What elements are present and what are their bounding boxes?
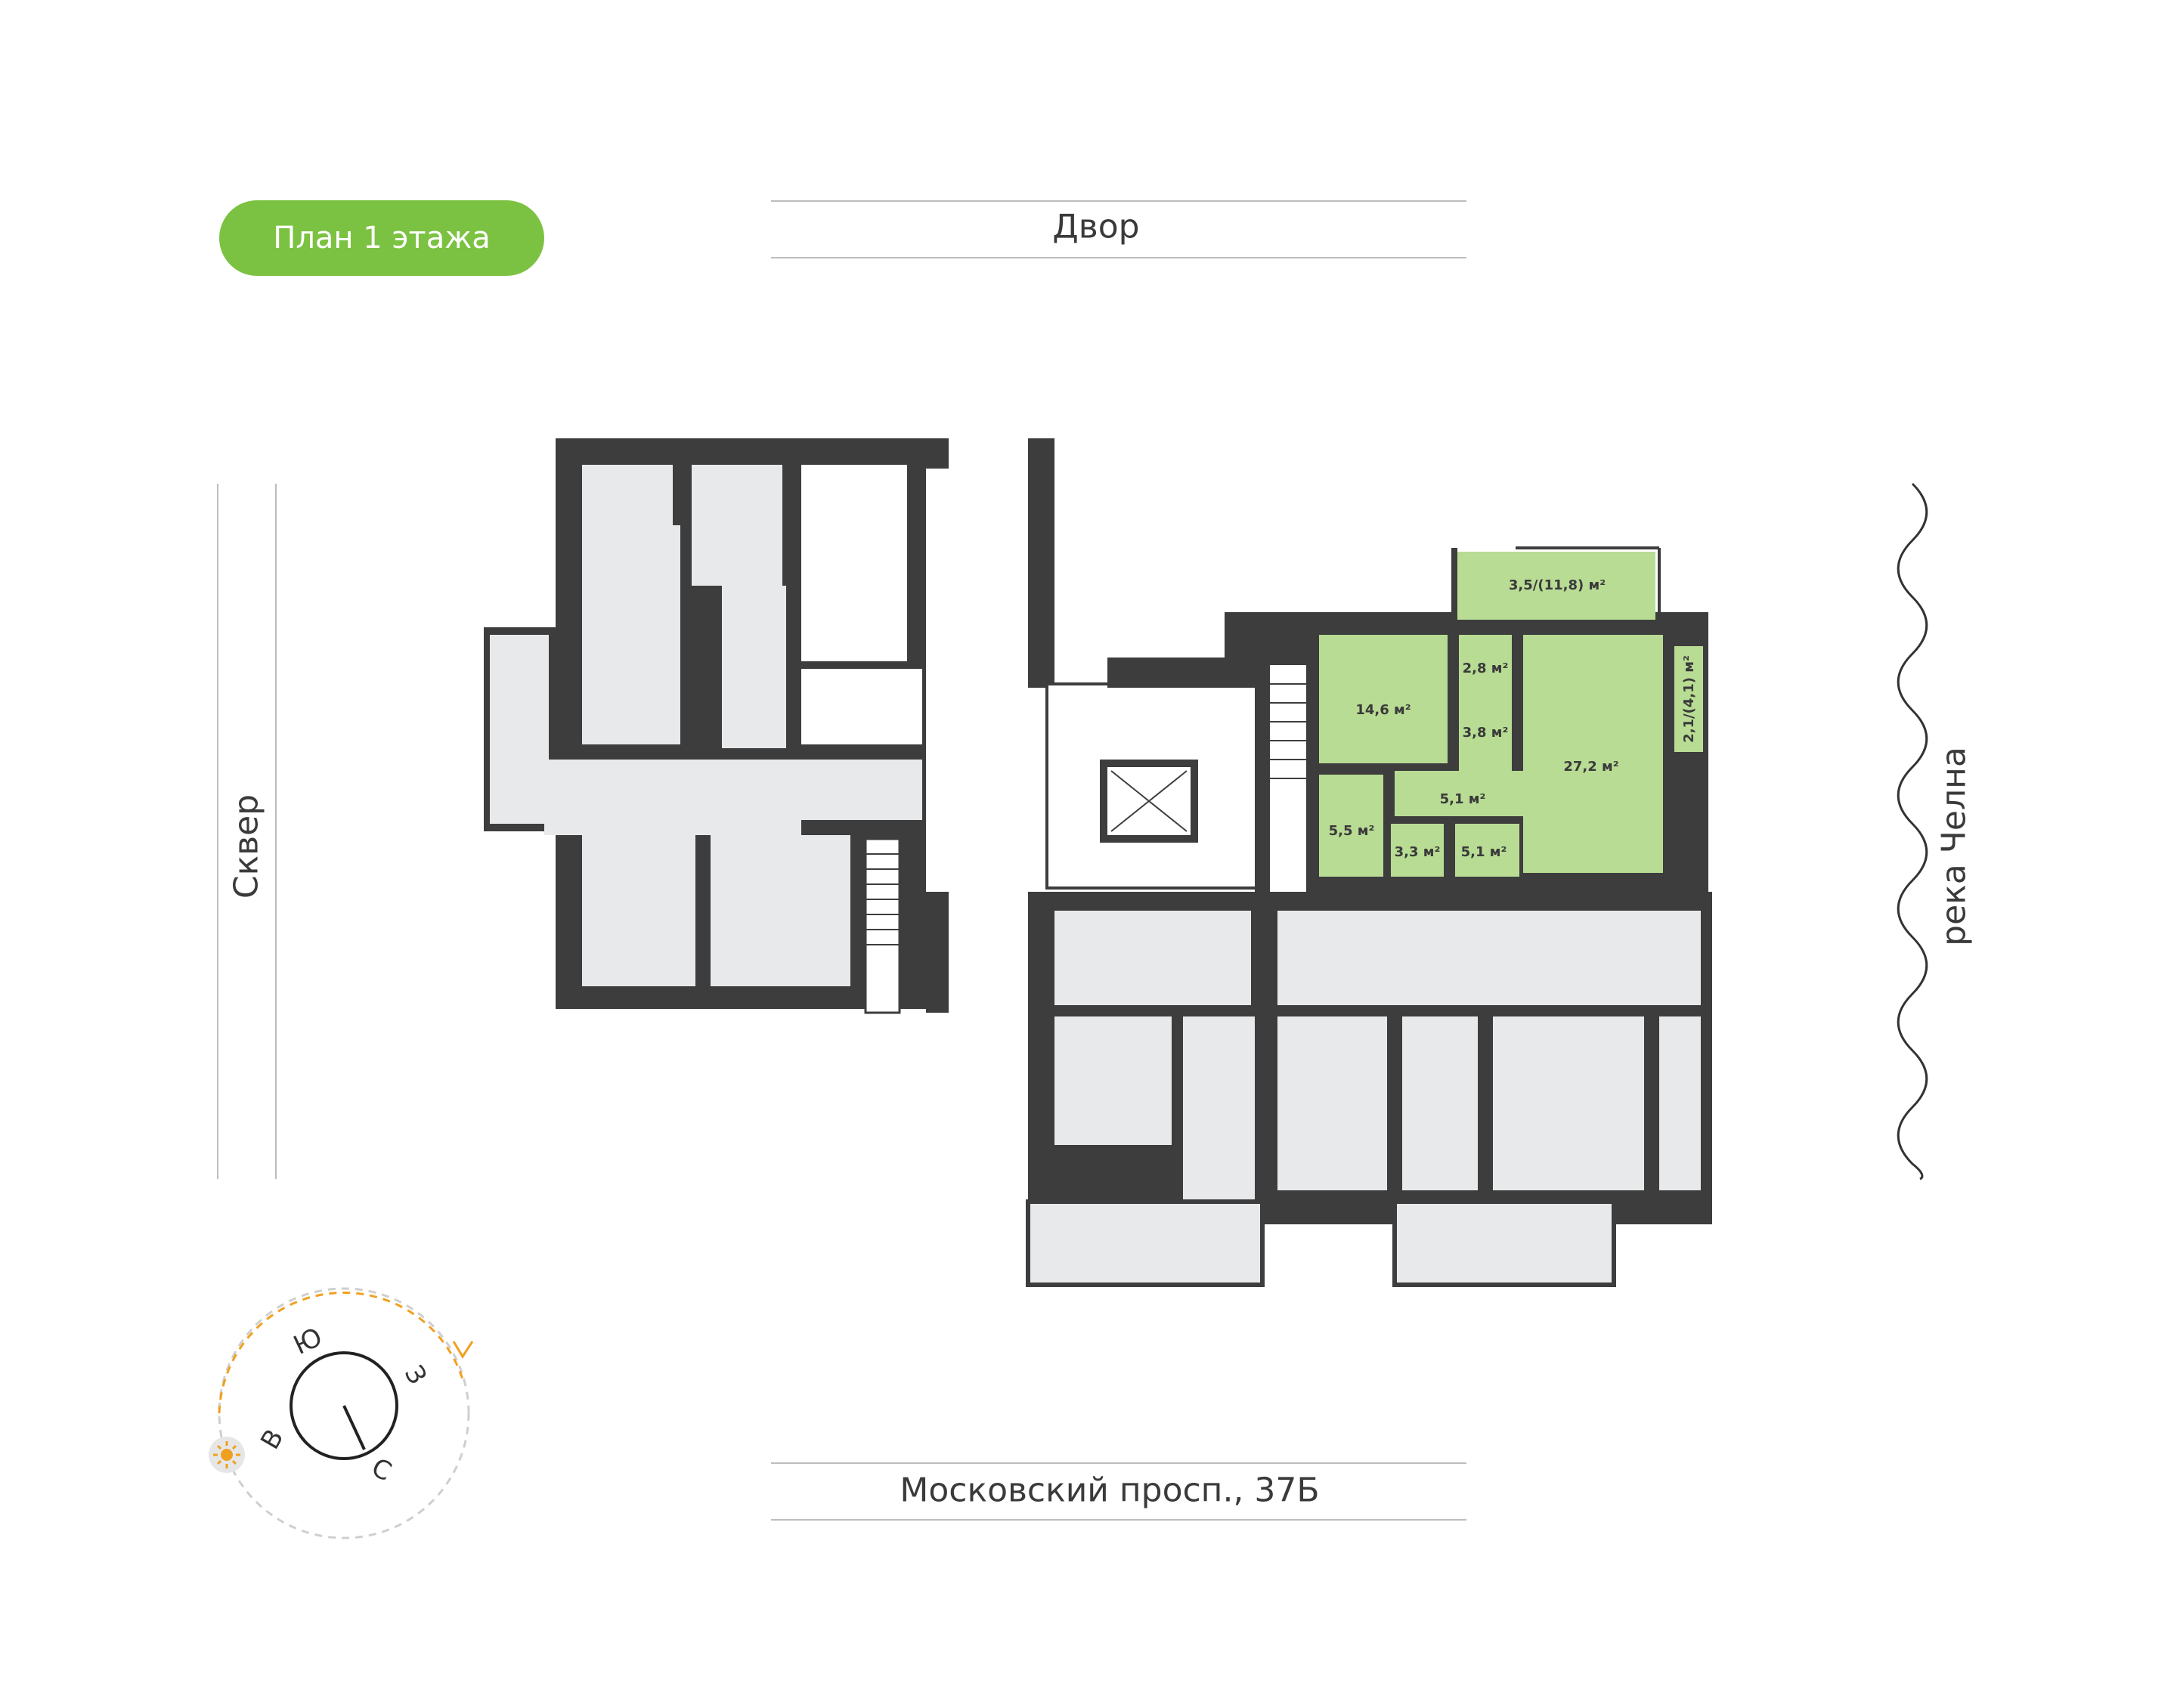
room [582,835,695,986]
room [801,669,922,744]
compass-letter-south: Ю [289,1322,327,1361]
street-line-bottom-1 [771,1462,1466,1464]
room [1402,1016,1478,1190]
apartment-room-14-6 [1319,635,1448,763]
room [801,760,922,820]
sun-path-arrow-icon [452,1341,474,1359]
room [1659,1016,1701,1190]
balcony-lower-right [1392,1199,1616,1287]
room [801,465,907,661]
floor-plan-title: План 1 этажа [219,200,544,276]
area-label-5-5: 5,5 м² [1329,823,1375,839]
compass-letter-east: В [255,1424,290,1454]
area-label-3-8: 3,8 м² [1463,725,1509,741]
compass-letter-north: С [367,1453,395,1487]
room [1054,1016,1172,1145]
room [1493,1016,1644,1190]
area-label-3-3: 3,3 м² [1395,844,1441,860]
area-label-terrace: 3,5/(11,8) м² [1509,577,1606,593]
room [544,760,801,835]
room [1277,1016,1387,1190]
apartment-loggia [1674,646,1703,752]
area-label-27-2: 27,2 м² [1563,759,1618,775]
apartment-room-3-8 [1459,695,1512,771]
street-label-top: Двор [1052,207,1140,246]
area-label-14-6: 14,6 м² [1355,702,1411,718]
sun-icon [209,1437,245,1473]
street-line-top-1 [771,200,1466,202]
apartment-room-5-5 [1319,775,1383,877]
area-label-2-8: 2,8 м² [1463,661,1509,676]
apartment-room-3-3 [1391,824,1444,877]
area-label-5-1-bath: 5,1 м² [1461,844,1507,860]
building-right-upper [1255,546,1708,892]
area-label-5-1-hall: 5,1 м² [1440,791,1486,807]
balcony-lower-left [1026,1199,1265,1287]
compass: Ю З В С [209,1287,474,1539]
apartment-terrace [1455,552,1655,620]
building-lower-middle [1026,892,1712,1287]
apartment-room-27-2 [1523,635,1663,873]
room [692,465,782,586]
room [722,586,786,748]
apartment-room-2-8 [1459,635,1512,695]
area-label-loggia: 2,1/(4,1) м² [1681,655,1697,743]
compass-letter-west: З [398,1360,433,1390]
street-line-bottom-2 [771,1519,1466,1521]
apartment-room-5-1-bath [1455,824,1519,877]
street-line-top-2 [771,257,1466,258]
apartment-room-5-1-hall [1395,771,1550,816]
stairs-left [864,837,901,1014]
street-line-left-2 [275,484,277,1179]
river-wave [1897,482,1928,1180]
balcony-left [490,635,549,824]
room [582,525,680,744]
building-left-block [484,438,926,1014]
street-line-left-1 [217,484,218,1179]
room [869,760,900,820]
room [1183,1016,1255,1205]
room [1054,911,1251,1005]
central-entrance [926,438,1304,1013]
street-label-bottom: Московский просп., 37Б [900,1471,1320,1510]
room [711,835,850,986]
room [1277,911,1701,1005]
room [582,465,673,525]
